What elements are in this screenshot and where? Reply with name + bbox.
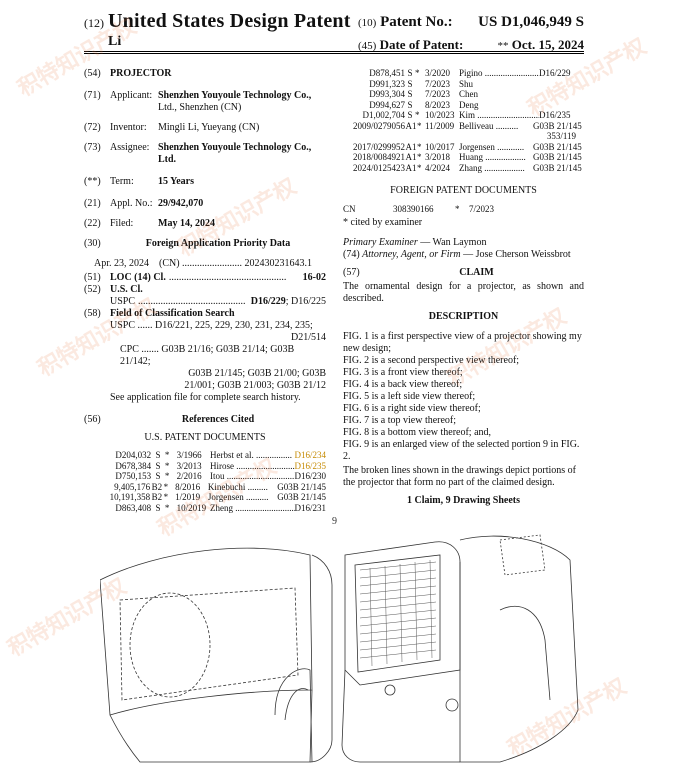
field-line: USPC ...... D16/221, 225, 229, 230, 231,… (110, 320, 313, 331)
list-item: FIG. 8 is a bottom view thereof; and, (343, 427, 492, 438)
field-line: 21/001; G03B 21/003; G03B 21/12 (184, 380, 326, 391)
refs-title: References Cited (181, 414, 255, 425)
field-search-title: Field of Classification Search (110, 308, 235, 319)
header-rule (84, 51, 584, 52)
priority-title: Foreign Application Priority Data (145, 238, 291, 249)
broken-lines-note: The broken lines shown in the drawings d… (343, 465, 577, 488)
projector-right-body (344, 541, 461, 686)
description-title: DESCRIPTION (428, 311, 499, 322)
inventor-short: Li (108, 34, 122, 49)
doc-type-code: (12) (84, 16, 104, 30)
projector-right-base (341, 669, 460, 763)
field-note: See application file for complete search… (110, 392, 301, 403)
assignee-line-1: Shenzhen Youyoule Technology Co., (158, 142, 312, 153)
projector-right-vent (499, 534, 546, 576)
appl-no: 29/942,070 (158, 198, 204, 209)
claims-count: 1 Claim, 9 Drawing Sheets (406, 495, 521, 506)
list-item: FIG. 3 is a front view thereof; (343, 367, 463, 378)
assignee-line-2: Ltd. (158, 154, 177, 165)
projector-drawing: 9 (99, 500, 584, 776)
projector-right-grille-frame (354, 554, 441, 673)
list-item: FIG. 1 is a first perspective view of a … (343, 331, 582, 354)
header-rule-2 (84, 53, 584, 54)
list-item: FIG. 6 is a right side view thereof; (343, 403, 481, 414)
projector-left-base (109, 689, 313, 763)
field-line: CPC ....... G03B 21/16; G03B 21/14; G03B… (120, 344, 295, 367)
patent-no-label: Patent No.: (380, 14, 453, 30)
list-item: FIG. 5 is a left side view thereof; (343, 391, 476, 402)
projector-right-port-2 (384, 684, 396, 696)
us-docs-title: U.S. PATENT DOCUMENTS (144, 432, 266, 443)
examiner-value: — Wan Laymon (420, 237, 487, 248)
patent-header-left: (12) United States Design Patent Li (84, 10, 351, 49)
patent-header-right: (10) Patent No.: US D1,046,949 S (45) Da… (358, 14, 584, 52)
loc-class: 16-02 (302, 272, 326, 283)
description-list: FIG. 1 is a first perspective view of a … (343, 331, 584, 463)
projector-left-side (309, 554, 333, 763)
invention-title: PROJECTOR (110, 68, 172, 79)
projector-right-side (459, 535, 579, 763)
projector-right-port (445, 698, 459, 712)
left-column: (54)PROJECTOR (71)Applicant:Shenzhen You… (84, 68, 326, 513)
projector-left-face (119, 587, 299, 701)
claim-title: CLAIM (459, 267, 494, 278)
list-item: FIG. 7 is a top view thereof; (343, 415, 457, 426)
attorney-value: — Jose Cherson Weissbrot (463, 249, 571, 260)
patent-date: Oct. 15, 2024 (511, 37, 584, 52)
term-value: 15 Years (158, 176, 195, 187)
list-item: 353/119 (546, 131, 576, 141)
list-item: FIG. 9 is an enlarged view of the select… (343, 439, 580, 462)
projector-figure-svg: 9 (99, 516, 579, 763)
projector-left-body (99, 547, 313, 716)
field-line: G03B 21/145; G03B 21/00; G03B (188, 368, 326, 379)
projector-left-lens (129, 592, 211, 698)
projector-left-handle (274, 668, 313, 763)
list-item: FIG. 2 is a second perspective view ther… (343, 355, 520, 366)
list-item: FIG. 4 is a back view thereof; (343, 379, 463, 390)
filed-date: May 14, 2024 (158, 218, 215, 229)
projector-right-grille (359, 559, 437, 667)
drawing-label: 9 (332, 516, 337, 527)
foreign-docs-title: FOREIGN PATENT DOCUMENTS (390, 185, 537, 196)
priority-line: Apr. 23, 2024 (CN) .....................… (94, 258, 313, 269)
applicant-line-2: Ltd., Shenzhen (CN) (158, 102, 242, 113)
inventor-value: Mingli Li, Yueyang (CN) (158, 122, 260, 133)
applicant-line-1: Shenzhen Youyoule Technology Co., (158, 90, 312, 101)
projector-right-handle (499, 605, 551, 701)
patent-number: US D1,046,949 S (478, 14, 584, 30)
cited-note: * cited by examiner (343, 217, 423, 228)
patent-title: United States Design Patent (108, 10, 351, 32)
projector-left-handle-inner (284, 688, 309, 721)
claim-text: The ornamental design for a projector, a… (343, 281, 584, 304)
field-line: D21/514 (291, 332, 326, 343)
date-label: Date of Patent: (379, 37, 464, 52)
uspc-main: D16/229 (250, 296, 286, 307)
